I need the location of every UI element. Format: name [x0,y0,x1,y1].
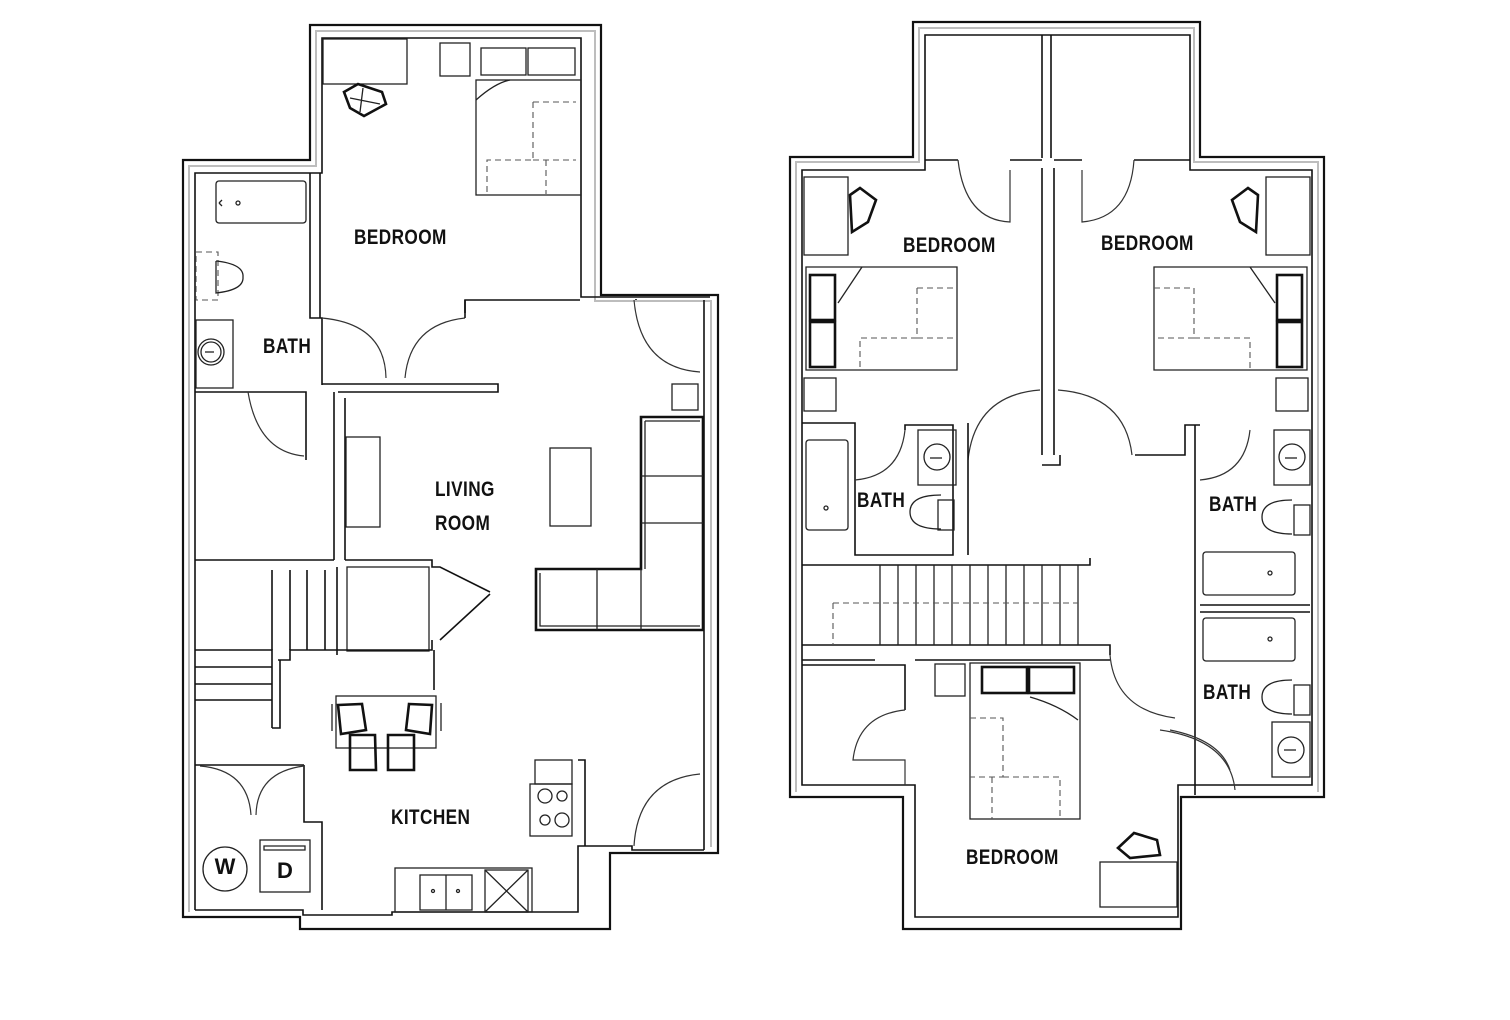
lower-bath-label: BATH [263,335,312,358]
upper-bath-e1-label: BATH [1209,493,1258,516]
lower-level-plan [181,23,720,931]
kitchen-label: KITCHEN [391,806,471,829]
washer-label: W [214,854,236,879]
upper-bedroom-nw-label: BEDROOM [903,234,996,257]
upper-bedroom-ne-label: BEDROOM [1101,232,1194,255]
lower-bedroom-label: BEDROOM [354,226,447,249]
upper-bedroom-s-label: BEDROOM [966,846,1059,869]
upper-bath-e2-label: BATH [1203,681,1252,704]
dryer-label: D [277,858,293,883]
living-room-label-line2: ROOM [435,512,491,535]
living-room-label-line1: LIVING [435,478,495,501]
upper-level-plan [788,20,1326,931]
upper-bath-w-label: BATH [857,489,906,512]
